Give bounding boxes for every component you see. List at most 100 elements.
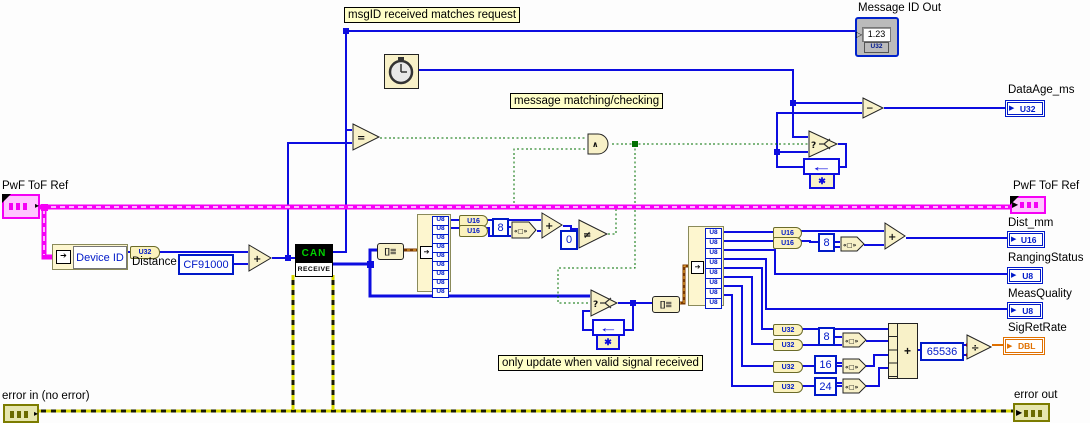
distance-constant[interactable]: CF91000 [178, 254, 234, 275]
measquality-label: MeasQuality [1008, 288, 1072, 300]
and-glyph: ∧ [592, 140, 599, 149]
wire-cluster2-dash [678, 265, 690, 304]
measquality-indicator[interactable]: ▶U8 [1007, 302, 1043, 319]
wire-add1-out [563, 225, 578, 230]
logical-shift-node-3[interactable]: «□» [842, 332, 868, 349]
pwf-ref-indicator[interactable]: ▶ [1010, 196, 1046, 214]
constant-16[interactable]: 16 [814, 355, 837, 374]
select-glyph: ? [811, 141, 816, 151]
add-node-dist[interactable]: + [884, 222, 907, 251]
feedback-arrow-icon: ← [810, 159, 833, 174]
pwf-ref-control[interactable]: ▸ [2, 194, 40, 219]
compound-inputs [889, 324, 898, 378]
constant-8[interactable]: 8 [818, 233, 835, 252]
typedef-corner-icon [1010, 196, 1019, 205]
error-out-indicator[interactable]: ▶ [1013, 403, 1050, 422]
not-equal-glyph: ≠ [583, 230, 591, 241]
sig-type: DBL [1017, 341, 1036, 351]
meas-type: U8 [1022, 305, 1034, 316]
logical-shift-node-5[interactable]: «□» [842, 378, 868, 395]
feedback-arrow-icon: ← [598, 320, 619, 335]
sigretrate-label: SigRetRate [1008, 322, 1067, 334]
tick-count-node[interactable] [384, 54, 419, 89]
indicator-arrow-icon: ▶ [1011, 236, 1017, 243]
cluster-icon [1020, 202, 1038, 208]
unbundle-deviceid[interactable]: ➔ Device ID [52, 244, 128, 270]
dist-indicator[interactable]: ▶U16 [1007, 231, 1045, 248]
wire-feedback1-out [776, 112, 862, 168]
feedback-node-data[interactable]: ← [592, 319, 625, 336]
equal-node[interactable]: = [352, 123, 381, 152]
logical-shift-node-4[interactable]: «□» [842, 358, 868, 375]
subtract-node[interactable]: − [862, 97, 885, 120]
u32-tag[interactable]: U32 [773, 324, 803, 336]
u16-tag[interactable]: U16 [459, 225, 488, 237]
u32-tag[interactable]: U32 [773, 381, 803, 393]
error-out-label: error out [1014, 389, 1058, 401]
can-body: RECEIVE [296, 262, 332, 276]
add-glyph: + [888, 232, 896, 243]
u32-conversion-tag[interactable]: U32 [130, 246, 160, 259]
add-node-1[interactable]: + [541, 212, 564, 240]
distance-label: Distance [132, 256, 177, 268]
equal-glyph: = [357, 133, 365, 144]
wire-f7 [720, 285, 773, 367]
wire-ub2-f12 [720, 231, 773, 242]
hollow-arrow-icon: ▷ [856, 30, 863, 39]
unbundle-msg[interactable]: ➔ U8 U8 U8 U8 U8 U8 U8 U8 U8 [417, 214, 451, 298]
feedback-init-data[interactable]: ✱ [596, 334, 620, 350]
dataage-indicator[interactable]: ▶U32 [1005, 100, 1045, 117]
select-node-time[interactable]: ? [808, 130, 839, 158]
constant-65536[interactable]: 65536 [920, 342, 964, 361]
compound-arithmetic-node[interactable]: + [888, 323, 918, 379]
and-node[interactable]: ∧ [587, 133, 613, 155]
wire-error-dash [36, 275, 1013, 413]
unbundle-arrow-icon: ➔ [56, 250, 71, 264]
dist-type: U16 [1020, 234, 1037, 245]
message-id-out-indicator[interactable]: ▷ 1.23 U32 [855, 17, 899, 57]
field-column: U8 U8 U8 U8 U8 U8 U8 U8 [705, 228, 722, 309]
select-node-data[interactable]: ? [590, 289, 619, 318]
array-to-cluster-node-1[interactable]: []≣ [377, 243, 404, 260]
constant-8[interactable]: 8 [818, 327, 835, 346]
junction [774, 149, 780, 155]
logical-shift-node-2[interactable]: «□» [840, 236, 866, 253]
u8-field: U8 [705, 298, 722, 309]
error-in-label: error in (no error) [2, 390, 90, 402]
sigretrate-indicator[interactable]: ▶ DBL [1003, 337, 1045, 355]
u16-tag[interactable]: U16 [773, 237, 802, 249]
u32-tag[interactable]: U32 [773, 361, 803, 373]
unbundle-data[interactable]: ➔ U8 U8 U8 U8 U8 U8 U8 U8 [688, 226, 724, 309]
feedback-node-time[interactable]: ← [803, 158, 840, 175]
constant-8[interactable]: 8 [492, 218, 509, 237]
wire-f6 [720, 276, 773, 345]
constant-0[interactable]: 0 [560, 230, 578, 250]
logical-shift-node-1[interactable]: «□» [511, 221, 538, 240]
divide-glyph: ÷ [971, 343, 979, 354]
add-node-id[interactable]: + [248, 244, 273, 273]
wire-measquality [720, 258, 1007, 310]
rangingstatus-indicator[interactable]: ▶U8 [1007, 267, 1043, 284]
divide-node[interactable]: ÷ [966, 334, 993, 361]
array-to-cluster-node-2[interactable]: []≣ [652, 296, 680, 313]
wire-feedback2-out [582, 310, 592, 331]
indicator-arrow-icon: ▶ [1007, 342, 1013, 350]
feedback-init-time[interactable]: ✱ [809, 173, 835, 189]
wire-neq-out [513, 148, 617, 235]
wire-f8 [720, 294, 773, 387]
compound-add-glyph: + [903, 344, 911, 358]
select-fork-icon [819, 138, 831, 150]
error-in-control[interactable]: ▸ [3, 404, 39, 423]
constant-24[interactable]: 24 [814, 377, 837, 396]
indicator-arrow-icon: ▶ [1011, 272, 1017, 279]
u32-tag[interactable]: U32 [773, 339, 803, 351]
init-icon: ✱ [604, 336, 612, 347]
junction [285, 255, 291, 261]
can-receive-node[interactable]: CAN RECEIVE [295, 244, 333, 277]
shift-glyph: «□» [845, 364, 859, 371]
shift-glyph: «□» [843, 242, 857, 249]
error-cluster-icon [1024, 410, 1043, 417]
not-equal-node[interactable]: ≠ [578, 219, 609, 250]
deviceid-field[interactable]: Device ID [73, 246, 127, 269]
select-glyph: ? [593, 300, 598, 310]
